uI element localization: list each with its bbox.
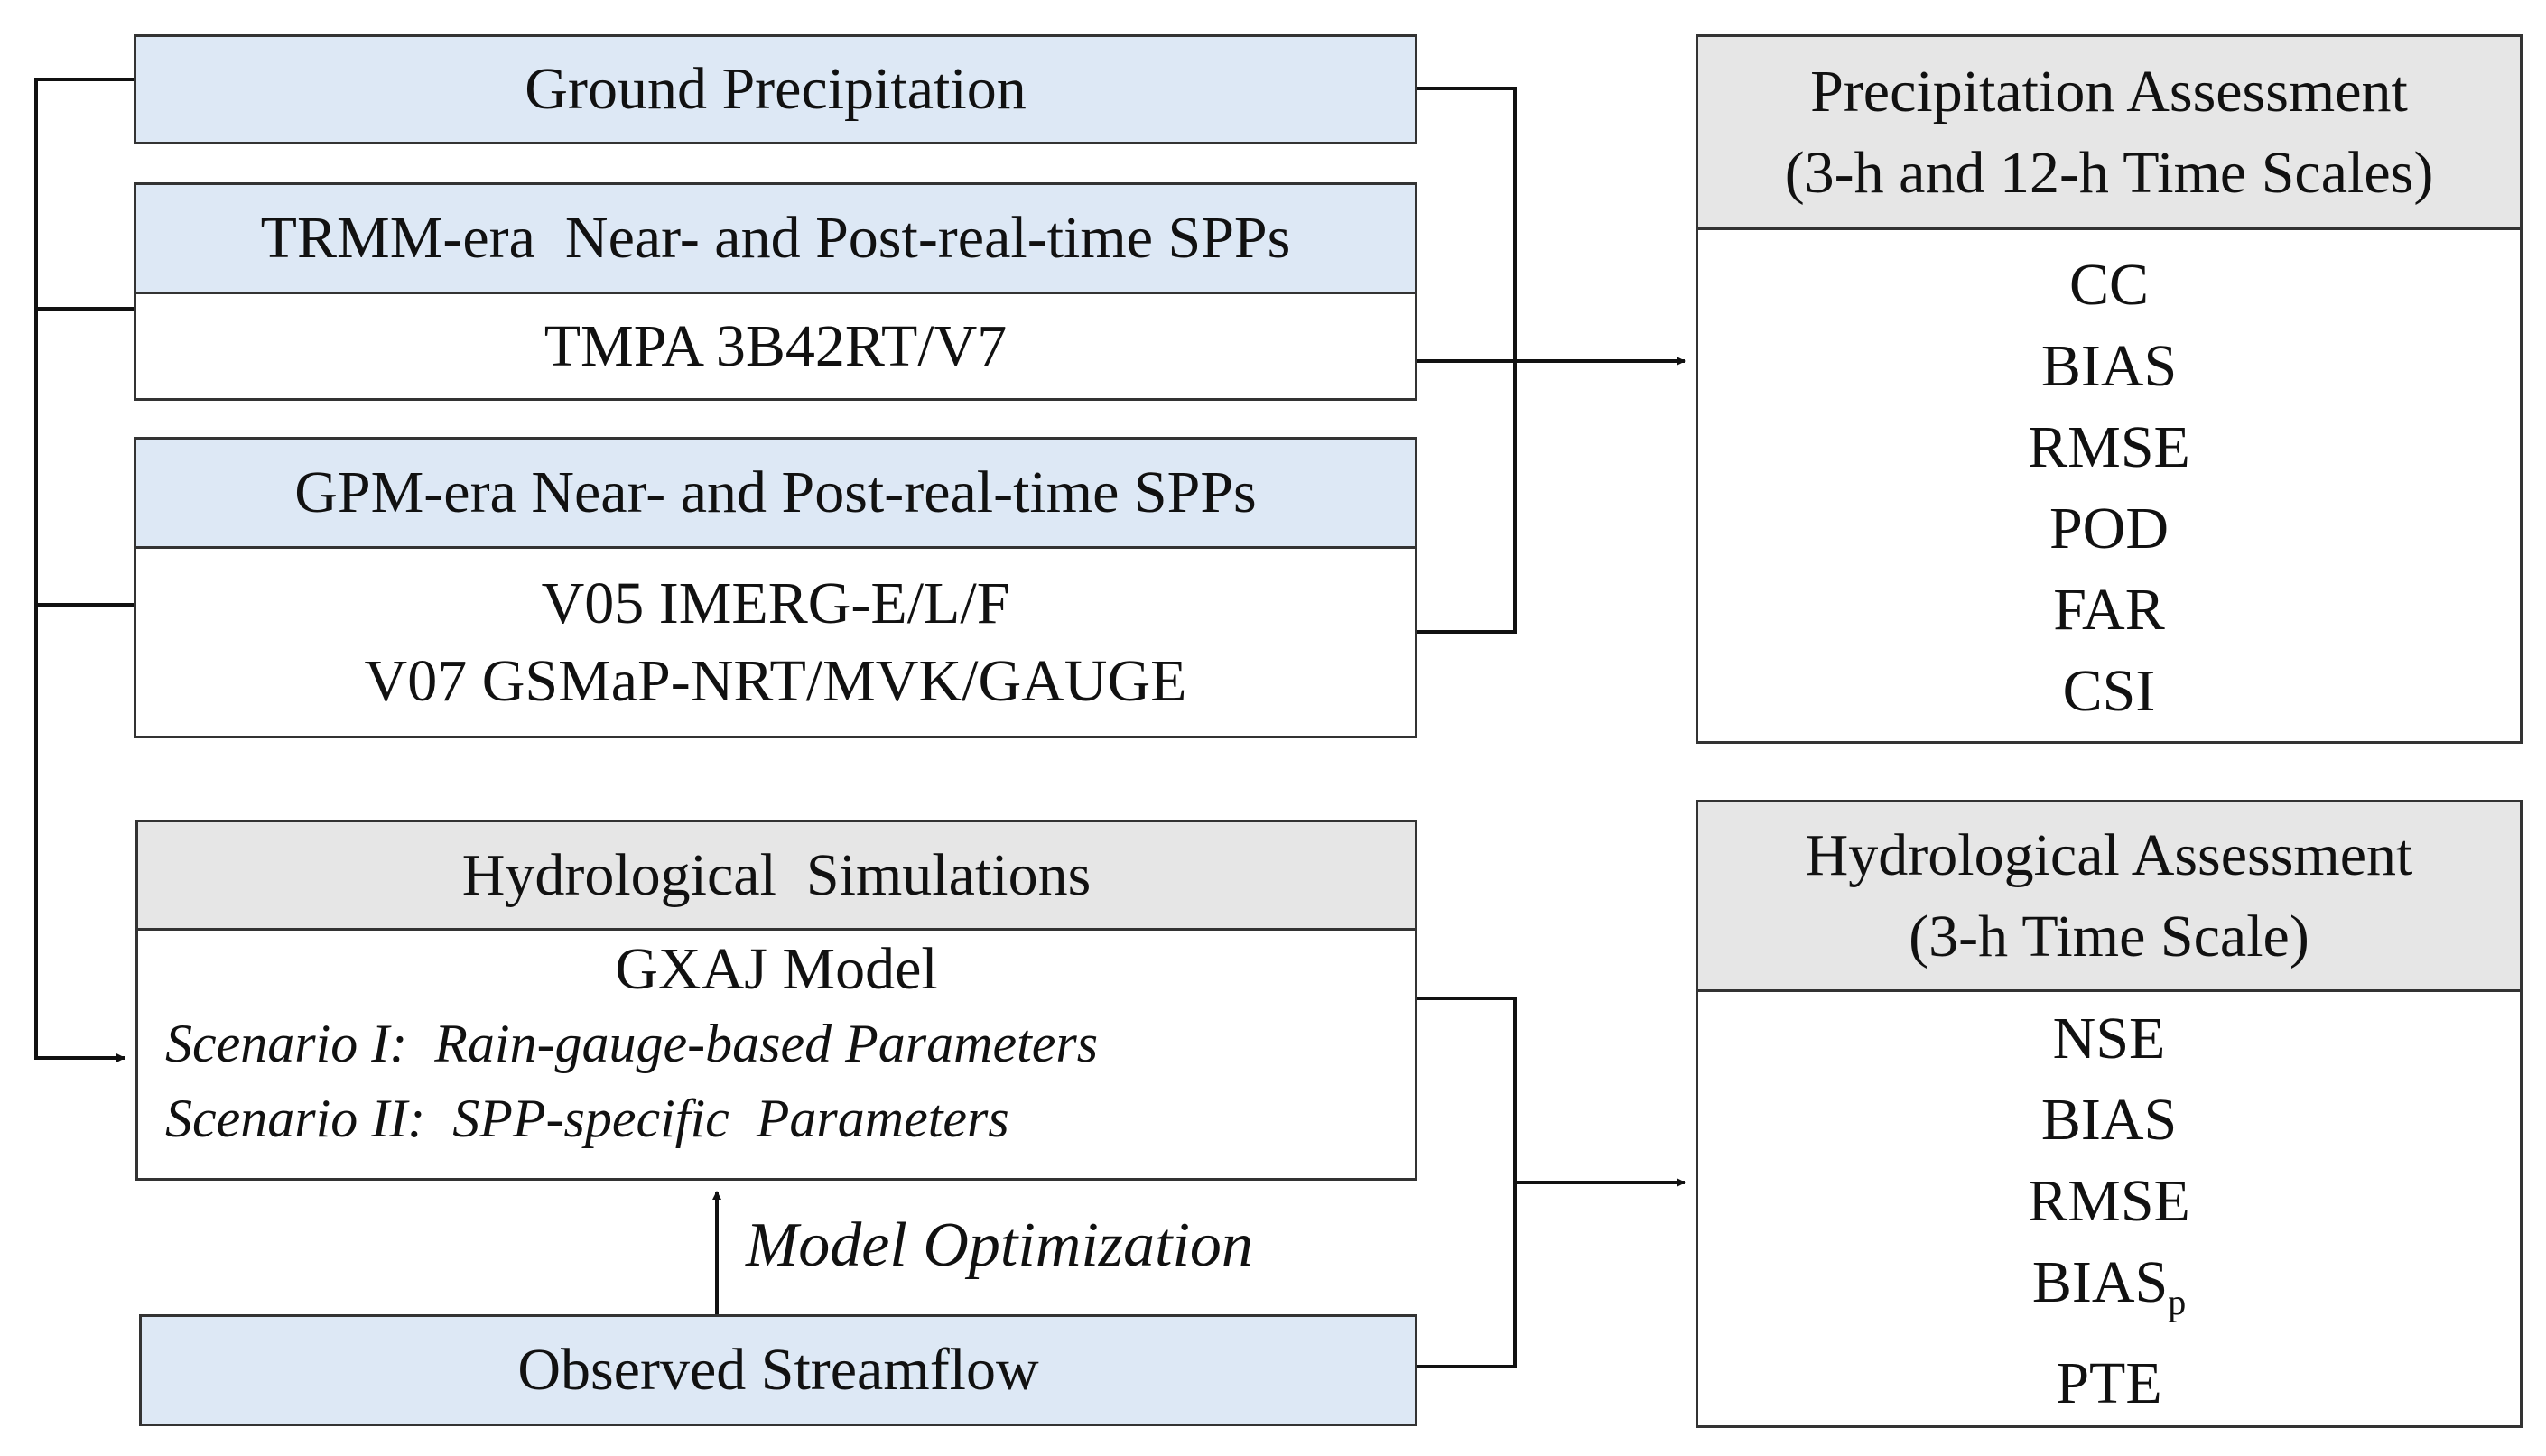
metric-hydro-rmse: RMSE: [2028, 1167, 2190, 1234]
observed-streamflow-box: Observed Streamflow: [139, 1314, 1417, 1426]
metric-bias: BIAS: [2040, 333, 2178, 399]
hydrological-assessment-box: Hydrological Assessment (3-h Time Scale)…: [1696, 800, 2523, 1428]
gxaj-model-label: GXAJ Model: [615, 936, 938, 1002]
metric-far: FAR: [2053, 577, 2165, 643]
model-optimization-label: Model Optimization: [746, 1210, 1253, 1280]
gpm-spp-box: GPM-era Near- and Post-real-time SPPs V0…: [134, 437, 1417, 738]
trmm-products: TMPA 3B42RT/V7: [544, 312, 1008, 379]
precip-bracket-line: [1417, 87, 1517, 634]
metric-biasp-main: BIAS: [2031, 1248, 2169, 1315]
precipitation-assessment-title: Precipitation Assessment: [1810, 58, 2408, 125]
gpm-products-gsmap: V07 GSMaP-NRT/MVK/GAUGE: [364, 647, 1187, 714]
gpm-spp-title: GPM-era Near- and Post-real-time SPPs: [294, 459, 1257, 525]
scenario-1-label: Scenario I: Rain-gauge-based Parameters: [165, 1013, 1099, 1073]
ground-precipitation-box: Ground Precipitation: [134, 34, 1417, 144]
metric-hydro-bias: BIAS: [2040, 1086, 2178, 1153]
hydrological-simulations-title: Hydrological Simulations: [461, 841, 1092, 908]
metric-csi: CSI: [2062, 658, 2156, 724]
gpm-products-imerg: V05 IMERG-E/L/F: [541, 570, 1010, 636]
observed-streamflow-label: Observed Streamflow: [517, 1337, 1039, 1403]
metric-biasp-subscript: p: [2168, 1282, 2187, 1323]
trmm-spp-box: TRMM-era Near- and Post-real-time SPPs T…: [134, 182, 1417, 401]
hydrological-simulations-box: Hydrological Simulations GXAJ Model Scen…: [135, 820, 1417, 1181]
ground-precipitation-label: Ground Precipitation: [525, 56, 1027, 122]
metric-nse: NSE: [2052, 1005, 2166, 1071]
hydrological-assessment-timescale: (3-h Time Scale): [1909, 903, 2309, 969]
hydro-bracket-line: [1417, 997, 1517, 1368]
trmm-spp-title: TRMM-era Near- and Post-real-time SPPs: [260, 205, 1291, 271]
metric-rmse: RMSE: [2028, 414, 2190, 480]
metric-biasp: BIASp: [2032, 1242, 2186, 1343]
metric-pte: PTE: [2056, 1350, 2162, 1417]
hydrological-assessment-title: Hydrological Assessment: [1805, 821, 2413, 888]
precipitation-assessment-box: Precipitation Assessment (3-h and 12-h T…: [1696, 34, 2523, 744]
precipitation-assessment-timescale: (3-h and 12-h Time Scales): [1784, 139, 2434, 206]
metric-pod: POD: [2049, 496, 2170, 561]
left-bracket-line: [34, 78, 134, 1062]
scenario-2-label: Scenario II: SPP-specific Parameters: [165, 1088, 1009, 1148]
metric-cc: CC: [2068, 252, 2150, 318]
